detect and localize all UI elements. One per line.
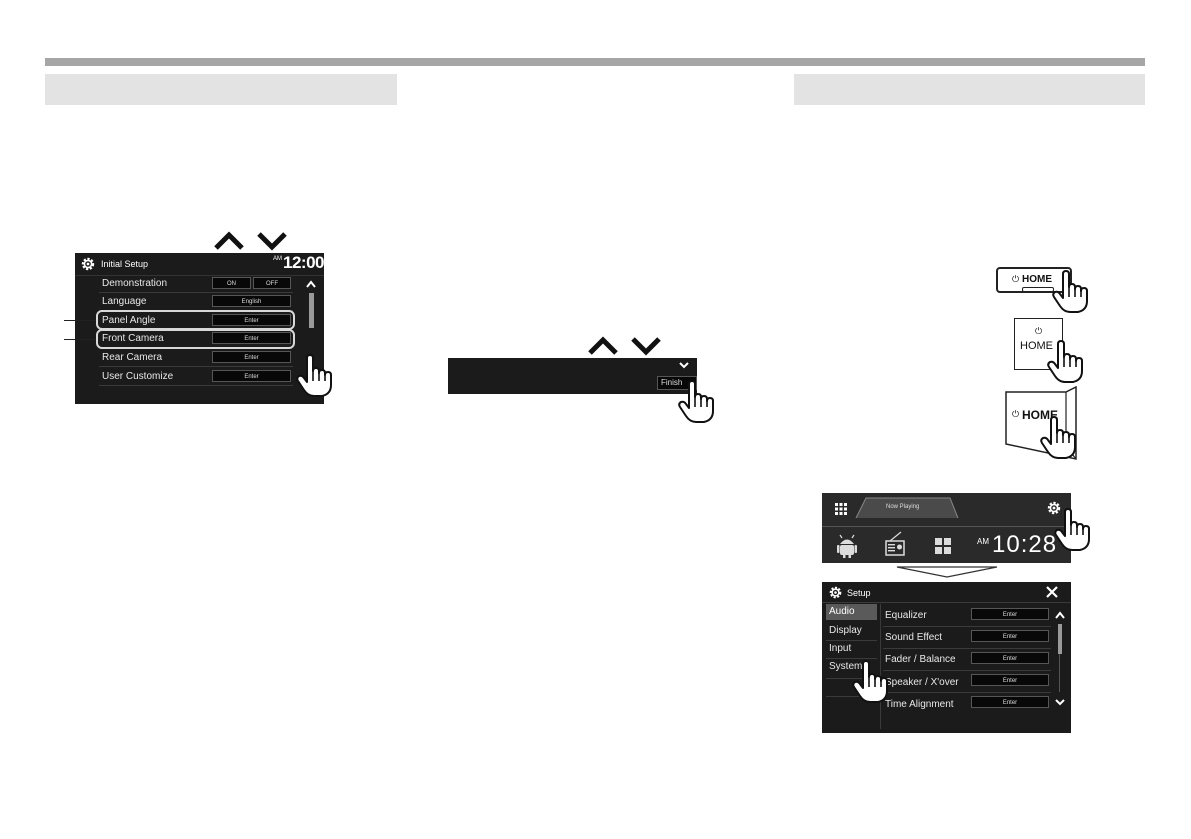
apps-grid-icon[interactable] (834, 502, 848, 516)
row-label: Speaker / X'over (885, 677, 959, 688)
hand-pointer-icon (1038, 416, 1078, 460)
home-button-type-b[interactable]: ⏻ HOME (1014, 318, 1063, 370)
home-screen: Now Playing AM 10:28 (822, 493, 1071, 563)
panel-angle-enter-button[interactable]: Enter (212, 314, 291, 326)
chevron-up-icon[interactable] (1054, 610, 1066, 620)
time-alignment-enter-button[interactable]: Enter (971, 696, 1049, 708)
language-button[interactable]: English (212, 295, 291, 307)
hand-pointer-icon (676, 380, 716, 424)
demonstration-off-button[interactable]: OFF (253, 277, 291, 289)
gear-icon[interactable] (828, 585, 843, 600)
finish-button[interactable]: Finish (657, 376, 697, 390)
screen-title: Initial Setup (101, 259, 149, 269)
sound-effect-enter-button[interactable]: Enter (971, 630, 1049, 642)
clock: 10:28 (992, 531, 1058, 558)
initial-setup-screen: Initial Setup AM 12:00 Demonstration ON … (75, 253, 324, 404)
section-heading-bar-left (45, 74, 397, 105)
hand-pointer-icon (1045, 340, 1085, 384)
ampm-indicator: AM (273, 256, 282, 262)
speaker-xover-enter-button[interactable]: Enter (971, 674, 1049, 686)
rear-camera-enter-button[interactable]: Enter (212, 351, 291, 363)
row-label: Rear Camera (102, 352, 163, 363)
scrollbar[interactable] (1058, 624, 1062, 654)
hand-pointer-icon (850, 660, 890, 704)
row-label: User Customize (102, 371, 174, 382)
row-label: Equalizer (885, 610, 927, 621)
home-label: HOME (1022, 274, 1052, 285)
source-grid-icon[interactable] (934, 537, 952, 555)
category-system[interactable]: System (829, 661, 863, 672)
android-auto-icon[interactable] (836, 534, 858, 558)
highlight-front-camera (96, 329, 295, 349)
highlight-panel-angle (96, 310, 295, 330)
row-label: Front Camera (102, 333, 164, 344)
equalizer-enter-button[interactable]: Enter (971, 608, 1049, 620)
row-label: Panel Angle (102, 315, 156, 326)
chevron-up-icon (588, 336, 618, 355)
transition-arrow (896, 566, 998, 578)
front-camera-enter-button[interactable]: Enter (212, 332, 291, 344)
section-heading-bar-right (794, 74, 1145, 105)
clock: 12:00 (283, 253, 324, 272)
callout-line (64, 339, 96, 340)
now-playing-tab[interactable]: Now Playing (886, 504, 920, 510)
hand-pointer-icon (294, 354, 334, 398)
close-icon[interactable] (1046, 586, 1058, 598)
row-label: Time Alignment (885, 699, 954, 710)
chevron-down-icon[interactable] (1054, 697, 1066, 707)
category-display[interactable]: Display (829, 625, 862, 636)
screen-title: Setup (847, 588, 871, 598)
power-icon: ⏻ (1012, 409, 1020, 419)
user-customize-enter-button[interactable]: Enter (212, 370, 291, 382)
power-icon: ⏻ (1012, 274, 1020, 284)
finish-screen: Finish (448, 358, 697, 394)
hand-pointer-icon (1052, 508, 1092, 552)
row-label: Demonstration (102, 278, 168, 289)
top-rule (45, 58, 1145, 66)
home-label: HOME (1022, 408, 1058, 422)
gear-icon[interactable] (80, 256, 96, 272)
hand-pointer-icon (1050, 270, 1090, 314)
setup-screen: Setup Audio Display Input System Equaliz… (822, 582, 1071, 733)
ampm-indicator: AM (977, 537, 989, 546)
scrollbar[interactable] (309, 293, 314, 328)
category-input[interactable]: Input (829, 643, 852, 654)
category-audio[interactable]: Audio (826, 604, 877, 620)
home-label: HOME (1020, 340, 1053, 352)
now-playing-tab-shape (855, 497, 959, 519)
chevron-up-icon (214, 231, 244, 250)
demonstration-on-button[interactable]: ON (212, 277, 251, 289)
callout-line (64, 320, 96, 321)
chevron-up-icon[interactable] (305, 279, 317, 289)
chevron-down-icon (631, 337, 661, 356)
home-button-type-a[interactable]: ⏻ HOME (996, 267, 1072, 293)
row-label: Fader / Balance (885, 654, 956, 665)
radio-icon[interactable] (884, 531, 906, 557)
fader-balance-enter-button[interactable]: Enter (971, 652, 1049, 664)
chevron-down-icon (257, 232, 287, 251)
chevron-down-icon[interactable] (678, 360, 690, 370)
row-label: Sound Effect (885, 632, 943, 643)
row-label: Language (102, 296, 147, 307)
power-icon: ⏻ (1035, 326, 1043, 336)
